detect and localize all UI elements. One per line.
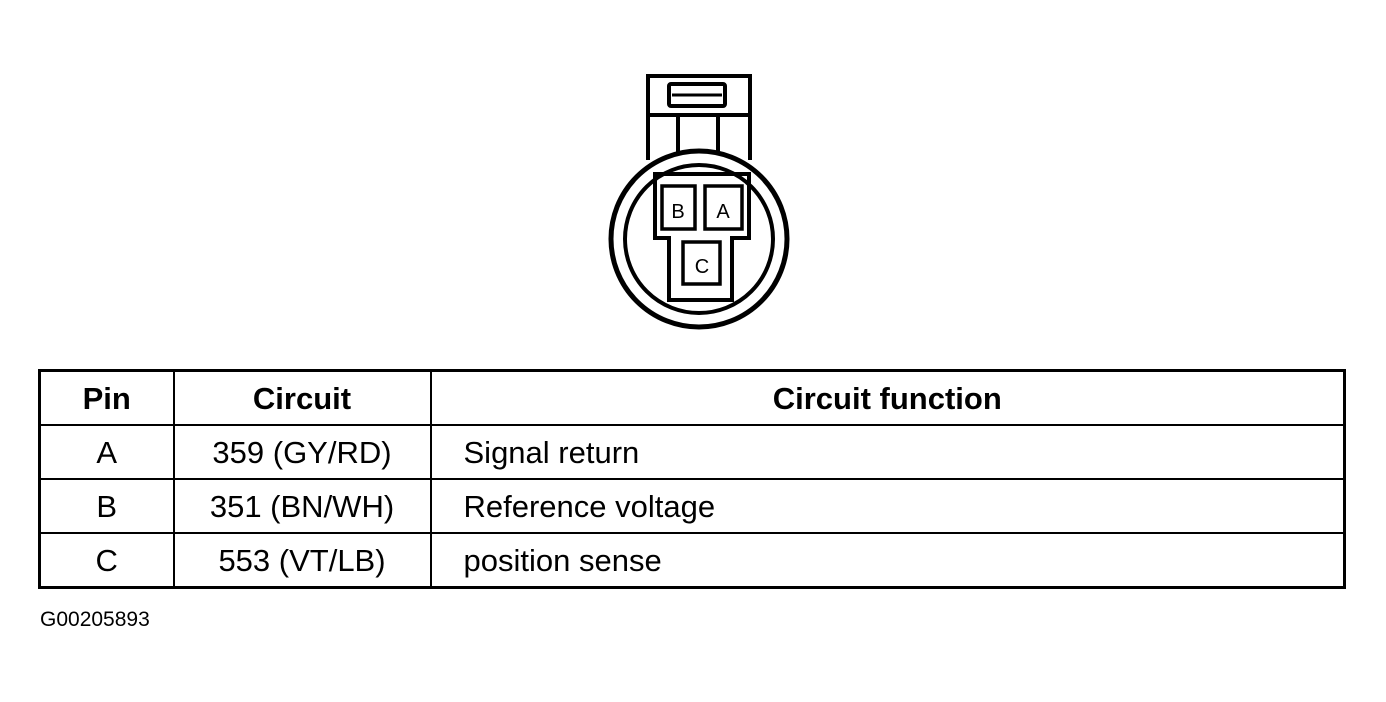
pin-table: Pin Circuit Circuit function A 359 (GY/R… bbox=[38, 369, 1346, 589]
figure-id: G00205893 bbox=[40, 608, 150, 631]
cell-circuit: 359 (GY/RD) bbox=[172, 424, 432, 480]
header-pin: Pin bbox=[38, 369, 175, 426]
connector-body bbox=[608, 148, 790, 330]
connector-diagram: B A C bbox=[608, 74, 790, 330]
cell-function: Signal return bbox=[429, 424, 1346, 480]
cell-pin: B bbox=[38, 478, 175, 534]
terminal-b bbox=[660, 184, 697, 231]
table-header-row: Pin Circuit Circuit function bbox=[38, 369, 1346, 426]
cell-function: position sense bbox=[429, 532, 1346, 589]
header-circuit: Circuit bbox=[172, 369, 432, 426]
table-row: A 359 (GY/RD) Signal return bbox=[38, 424, 1346, 480]
cell-pin: C bbox=[38, 532, 175, 589]
table-row: C 553 (VT/LB) position sense bbox=[38, 532, 1346, 589]
connector-latch bbox=[646, 74, 752, 160]
cell-circuit: 351 (BN/WH) bbox=[172, 478, 432, 534]
terminal-a bbox=[703, 184, 744, 231]
table-row: B 351 (BN/WH) Reference voltage bbox=[38, 478, 1346, 534]
cell-circuit: 553 (VT/LB) bbox=[172, 532, 432, 589]
pin-label-c: C bbox=[695, 256, 709, 278]
cell-pin: A bbox=[38, 424, 175, 480]
pin-cavity-outline bbox=[653, 172, 751, 302]
terminal-c bbox=[681, 240, 722, 286]
pin-label-a: A bbox=[716, 201, 730, 223]
header-function: Circuit function bbox=[429, 369, 1346, 426]
cell-function: Reference voltage bbox=[429, 478, 1346, 534]
pin-label-b: B bbox=[671, 201, 684, 223]
